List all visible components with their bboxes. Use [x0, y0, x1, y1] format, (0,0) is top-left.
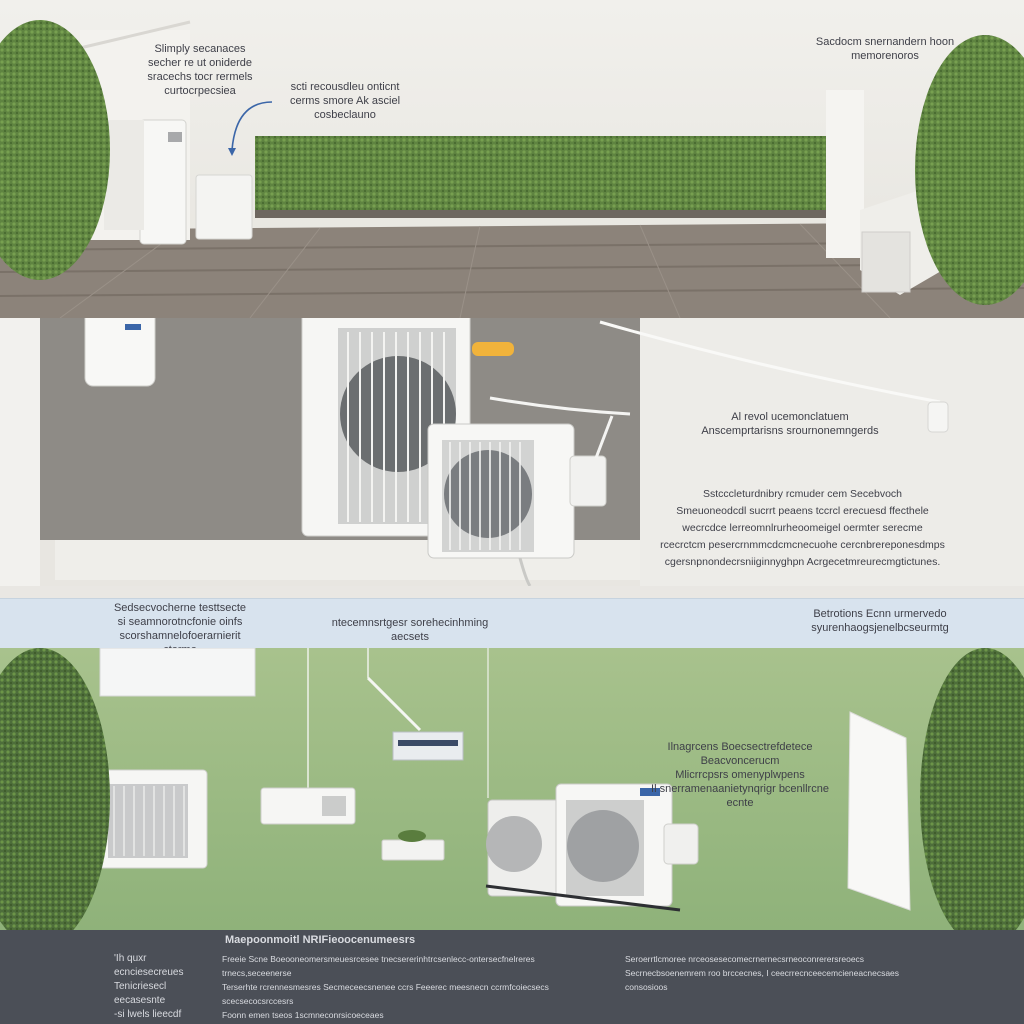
light-wall	[640, 318, 1024, 586]
garden-deck-scene	[0, 20, 1024, 318]
label-lawn-right: Ilnagrcens Boecsectrefdetece Beacvonceru…	[651, 741, 829, 809]
label-left-mid: scti recousdleu onticnt cerms smore Ak a…	[289, 81, 401, 121]
left-shrub	[0, 20, 110, 280]
lawn-installation-scene	[0, 648, 1024, 930]
panel-lawn-installation: Ilnagrcens Boecsectrefdetece Beacvonceru…	[0, 648, 1024, 930]
outdoor-units-scene	[0, 318, 1024, 586]
panel-outdoor-units: Al revol ucemonclatuem Anscemprtarisns s…	[0, 318, 1024, 586]
wall-unit-back	[104, 120, 144, 230]
hedge-base	[255, 210, 830, 218]
label-band-right: Betrotions Ecnn urmervedo syurenhaogsjen…	[811, 608, 949, 634]
pipe-line-2	[599, 320, 941, 404]
orange-tag	[472, 342, 514, 356]
label-right-top: Sacdocm snernandern hoon memorenoros	[815, 36, 955, 62]
thermostat-box	[84, 318, 156, 387]
window-frame	[99, 648, 256, 697]
panel-heater	[847, 711, 911, 911]
footer-col1: 'Ih quxr ecnciesecreues Tenicriesecl eec…	[114, 953, 184, 1020]
hedge	[255, 136, 830, 214]
label-band-mid: ntecemnsrtgesr sorehecinhming aecsets	[331, 617, 489, 643]
right-wall	[826, 90, 864, 258]
wall-bracket	[927, 401, 949, 433]
label-left-top: Slimply secanaces secher re ut oniderde …	[147, 43, 253, 97]
pipe-line-1	[489, 396, 631, 416]
footer-heading: Maepoonmoitl NRIFieoocenumeesrs	[225, 934, 416, 946]
annotation-arrow	[231, 101, 273, 151]
right-shrub	[915, 35, 1024, 305]
panel-footer: Maepoonmoitl NRIFieoocenumeesrs 'Ih quxr…	[0, 930, 1024, 1024]
panel-garden-deck: Slimply secanaces secher re ut oniderde …	[0, 0, 1024, 318]
label-body: Sstcccleturdnibry rcmuder cem Secebvoch …	[660, 488, 945, 568]
right-shrub-2	[920, 648, 1024, 930]
valve-box	[569, 455, 607, 507]
box-unit	[195, 174, 253, 240]
deck-seams	[59, 223, 891, 318]
footer-col3: Seroerrtlcmoree nrceosesecomecrnernecsrn…	[625, 954, 900, 992]
label-band-left: Sedsecvocherne testtsecte si seamnorotnc…	[113, 602, 247, 650]
panel-caption-band: Sedsecvocherne testtsecte si seamnorotnc…	[0, 598, 1024, 650]
label-title: Al revol ucemonclatuem Anscemprtarisns s…	[701, 411, 879, 437]
left-shrub-2	[0, 648, 110, 930]
footer-col2: Freeie Scne Boeooneomersmeuesrcesee tnec…	[222, 954, 549, 1020]
drain-tray	[381, 839, 445, 861]
